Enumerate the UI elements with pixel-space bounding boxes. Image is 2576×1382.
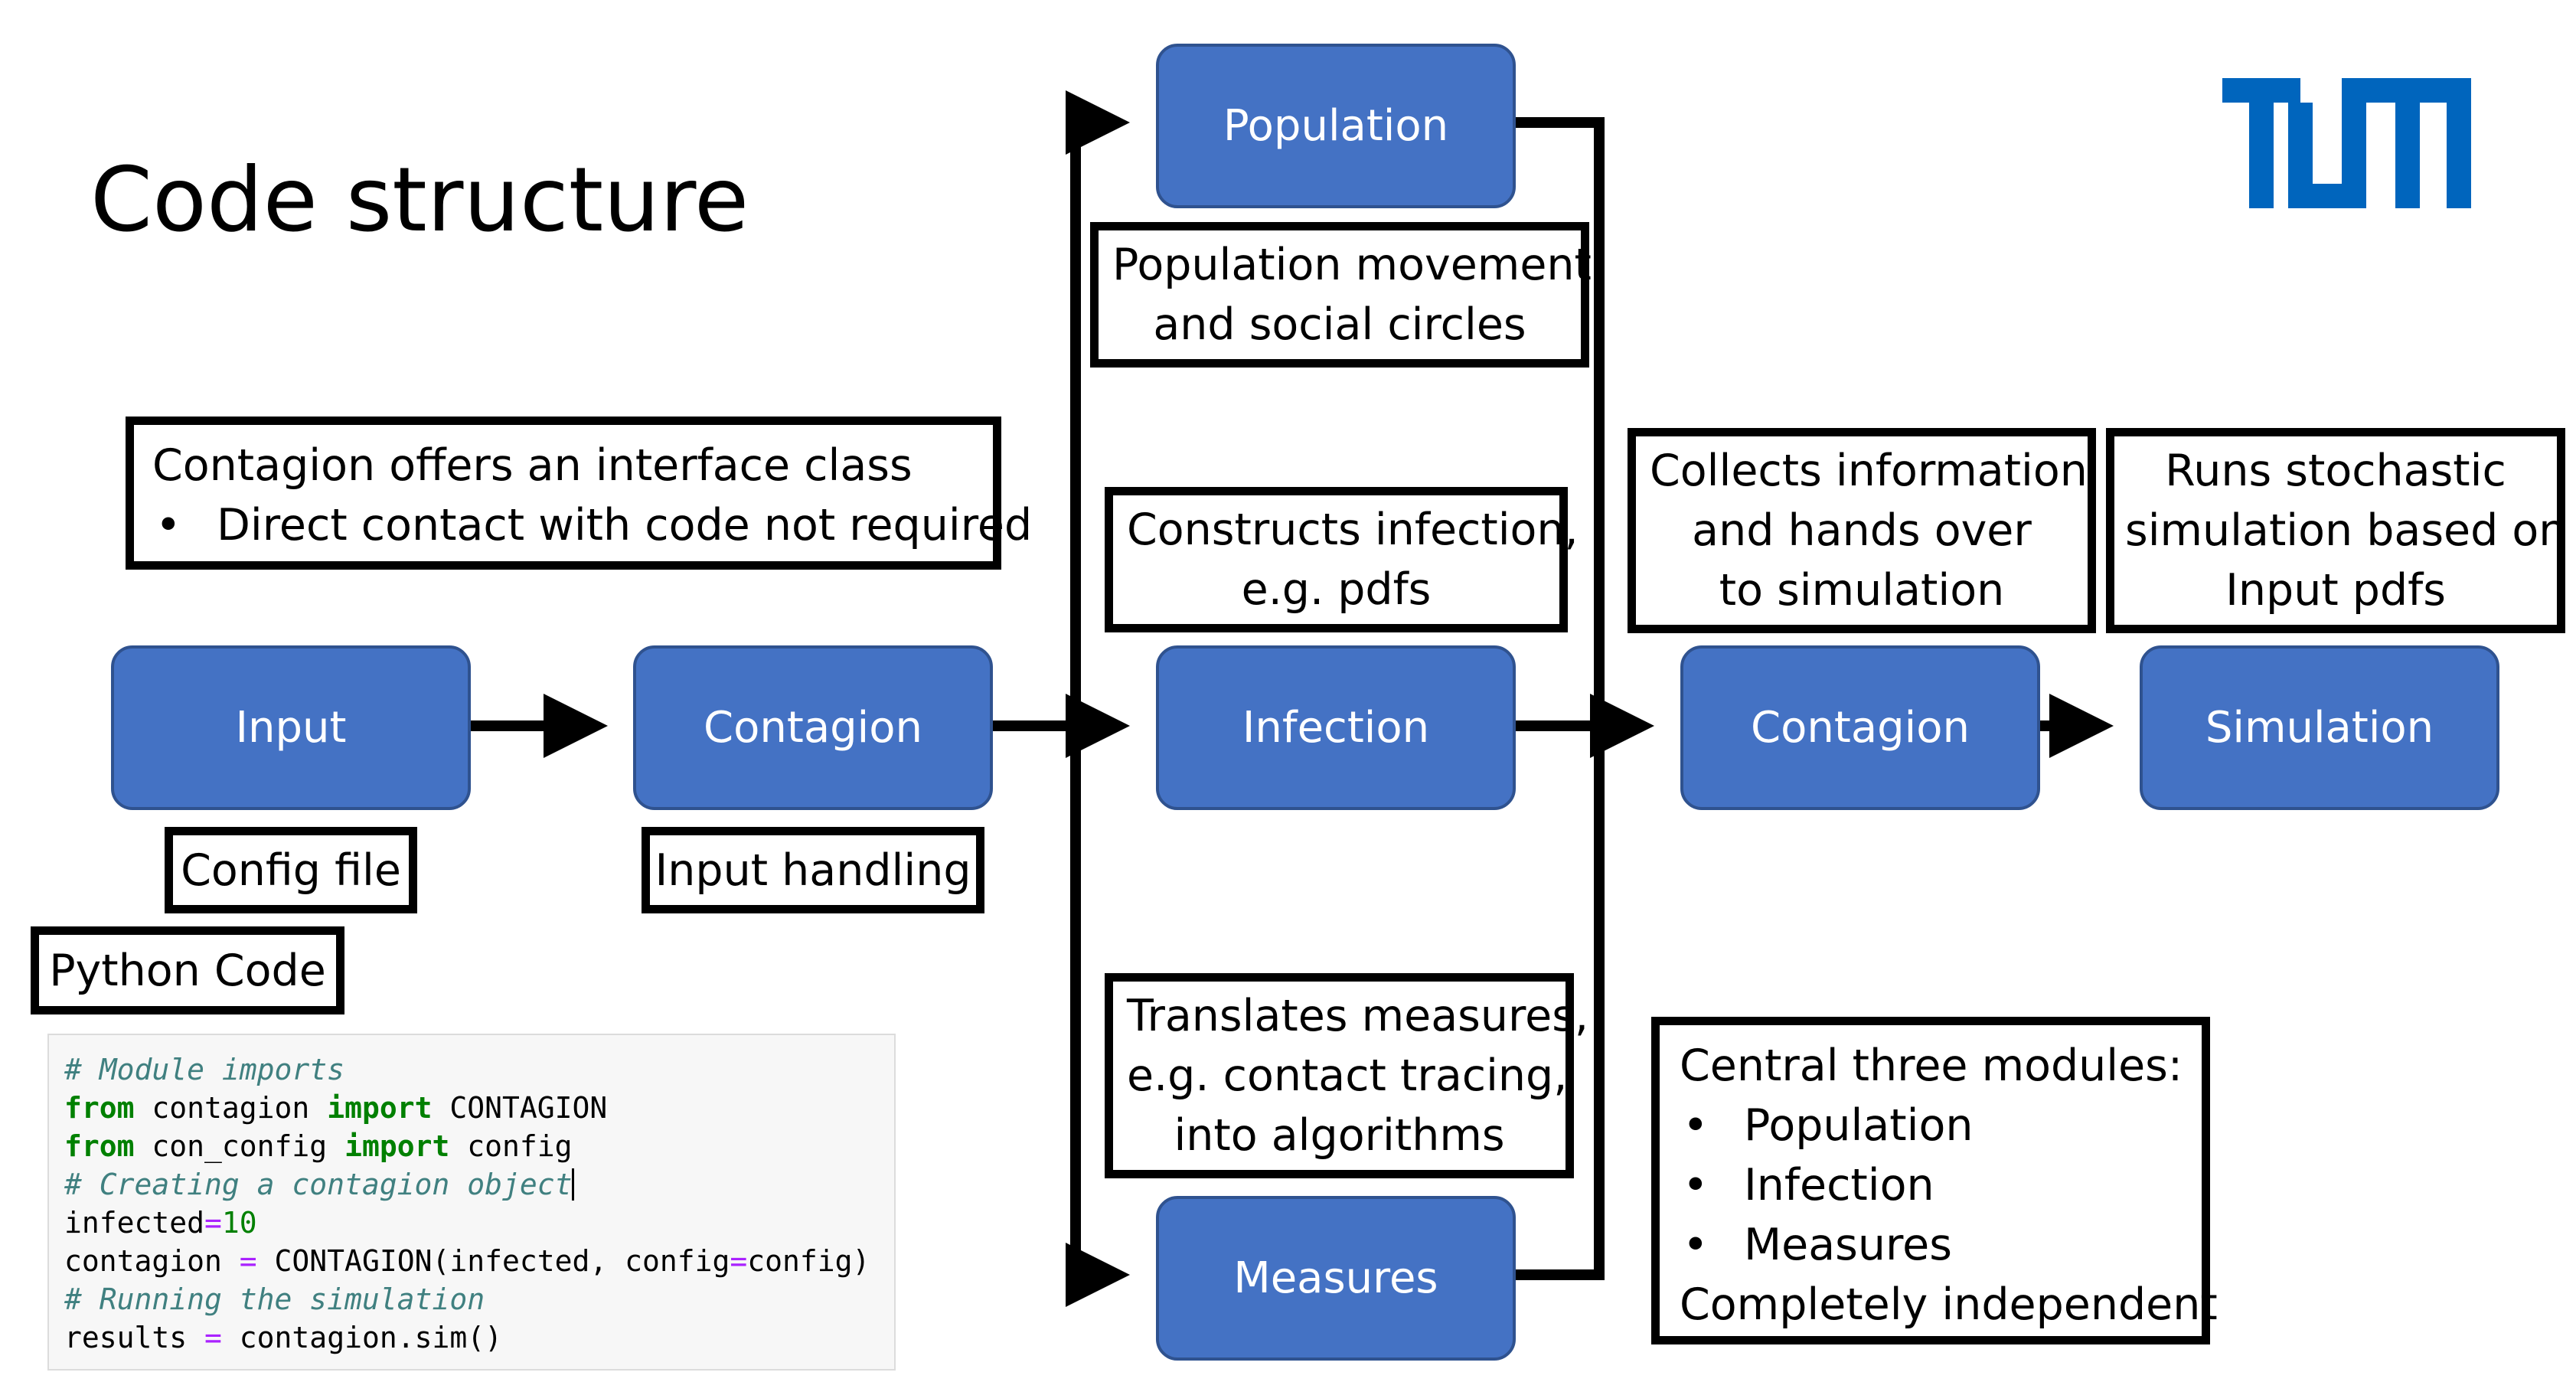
code-text: con_config xyxy=(134,1129,345,1163)
code-comment: # Running the simulation xyxy=(64,1282,485,1316)
note-collects-information-line1: Collects information xyxy=(1650,446,2088,496)
note-population-movement: Population movement and social circles xyxy=(1090,222,1592,368)
text-caret xyxy=(572,1168,575,1201)
note-central-modules-heading: Central three modules: xyxy=(1680,1041,2183,1091)
note-translates-measures-line2: e.g. contact tracing, xyxy=(1127,1050,1568,1101)
arrow-bus-to-measures xyxy=(1066,726,1130,1307)
note-population-movement-line2: and social circles xyxy=(1153,299,1526,350)
note-constructs-infection: Constructs infection, e.g. pdfs xyxy=(1105,487,1579,632)
bullet-icon: • xyxy=(1683,1160,1709,1210)
code-comment: # Creating a contagion object xyxy=(64,1168,573,1201)
note-input-handling: Input handling xyxy=(642,827,984,913)
tum-logo-icon xyxy=(2222,78,2471,208)
code-text: CONTAGION xyxy=(432,1091,608,1125)
module-population: Population xyxy=(1156,44,1516,208)
note-translates-measures-line1: Translates measures, xyxy=(1127,991,1589,1041)
code-text: CONTAGION(infected, config xyxy=(256,1244,730,1278)
code-snippet: # Module imports from contagion import CO… xyxy=(47,1034,896,1371)
note-central-modules-item: Population xyxy=(1744,1100,1974,1151)
line-population-to-bus xyxy=(1516,117,1605,726)
note-interface-line1: Contagion offers an interface class xyxy=(152,440,913,491)
code-operator: = xyxy=(204,1321,222,1354)
code-text: contagion.sim() xyxy=(221,1321,502,1354)
note-runs-stochastic: Runs stochastic simulation based on Inpu… xyxy=(2106,428,2567,633)
bullet-icon: • xyxy=(1683,1100,1709,1151)
code-text: results xyxy=(64,1321,205,1354)
note-constructs-infection-line2: e.g. pdfs xyxy=(1241,564,1432,615)
module-simulation: Simulation xyxy=(2140,645,2499,810)
module-infection: Infection xyxy=(1156,645,1516,810)
module-contagion-right: Contagion xyxy=(1680,645,2040,810)
code-operator: = xyxy=(239,1244,257,1278)
note-interface-class: Contagion offers an interface class • Dir… xyxy=(126,417,1032,570)
code-text: config xyxy=(449,1129,573,1163)
module-input: Input xyxy=(111,645,471,810)
code-operator: = xyxy=(204,1206,222,1240)
code-text: contagion xyxy=(134,1091,328,1125)
note-constructs-infection-line1: Constructs infection, xyxy=(1127,505,1579,555)
note-population-movement-line1: Population movement xyxy=(1112,240,1592,290)
module-contagion-left: Contagion xyxy=(633,645,993,810)
code-keyword: from xyxy=(64,1091,135,1125)
note-config-file: Config file xyxy=(165,827,417,913)
note-central-modules-item: Measures xyxy=(1744,1220,1952,1270)
code-keyword: from xyxy=(64,1129,135,1163)
module-measures: Measures xyxy=(1156,1196,1516,1361)
code-operator: = xyxy=(730,1244,748,1278)
note-runs-stochastic-line1: Runs stochastic xyxy=(2165,446,2506,496)
slide-title: Code structure xyxy=(90,149,749,252)
code-keyword: import xyxy=(344,1129,450,1163)
note-translates-measures: Translates measures, e.g. contact tracin… xyxy=(1105,973,1589,1178)
code-comment: # Module imports xyxy=(64,1053,345,1086)
arrow-bus-to-population xyxy=(1066,90,1130,726)
code-keyword: import xyxy=(327,1091,433,1125)
note-central-modules-item: Infection xyxy=(1744,1160,1934,1210)
note-python-code: Python Code xyxy=(31,926,344,1014)
code-text: infected xyxy=(64,1206,205,1240)
note-interface-line2: Direct contact with code not required xyxy=(217,500,1033,551)
bullet-icon: • xyxy=(155,500,181,551)
code-text: contagion xyxy=(64,1244,240,1278)
note-runs-stochastic-line2: simulation based on xyxy=(2125,505,2567,556)
note-translates-measures-line3: into algorithms xyxy=(1174,1110,1505,1161)
note-runs-stochastic-line3: Input pdfs xyxy=(2225,565,2446,616)
note-collects-information-line2: and hands over xyxy=(1692,505,2032,556)
code-number: 10 xyxy=(221,1206,257,1240)
note-collects-information: Collects information and hands over to s… xyxy=(1628,428,2096,633)
code-text: config) xyxy=(747,1244,870,1278)
line-measures-to-bus xyxy=(1516,726,1605,1280)
bullet-icon: • xyxy=(1683,1220,1709,1270)
note-collects-information-line3: to simulation xyxy=(1719,565,2005,616)
note-central-modules-footer: Completely independent xyxy=(1680,1279,2218,1330)
note-central-modules: Central three modules: • Population • Infe… xyxy=(1651,1017,2218,1344)
